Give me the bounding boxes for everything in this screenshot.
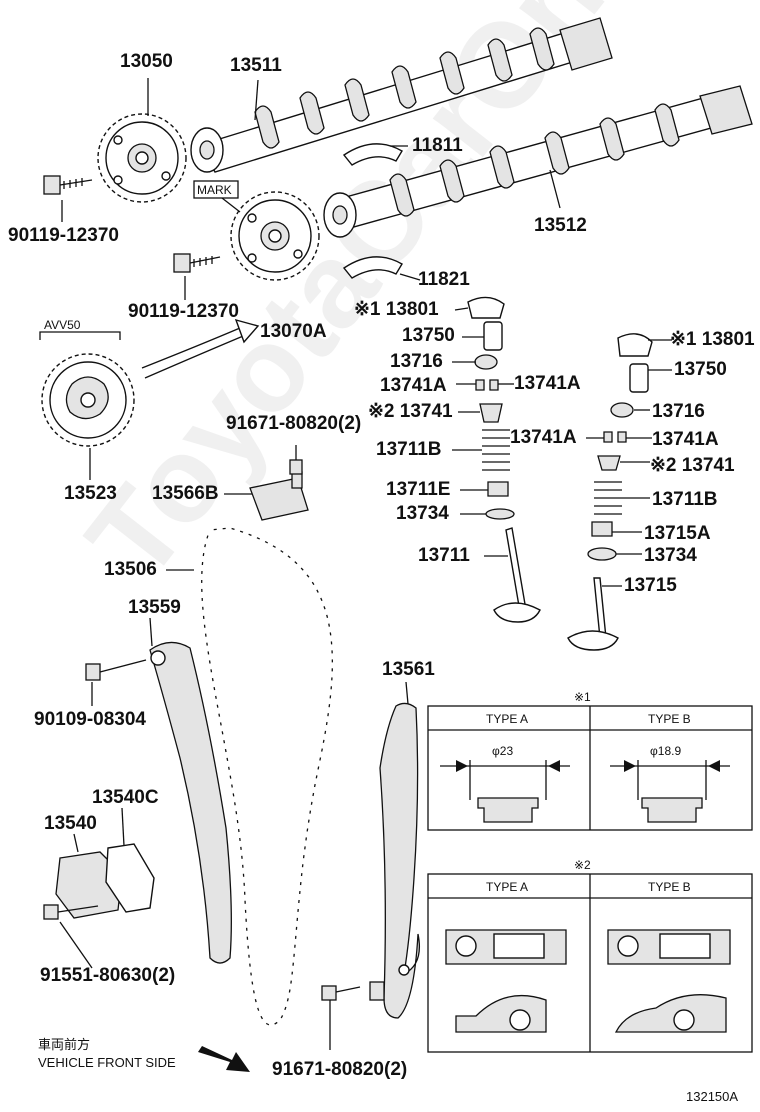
label-13741-b: ※2 13741	[650, 455, 735, 476]
label-90119-a: 90119-12370	[8, 225, 119, 246]
label-13750-b: 13750	[674, 359, 727, 380]
label-13511: 13511	[230, 55, 282, 76]
note1-dim-b: φ18.9	[650, 744, 682, 758]
note2-type-a: TYPE A	[486, 880, 529, 894]
note1-dim-a: φ23	[492, 744, 514, 758]
tensioner-13540	[55, 851, 123, 919]
camshaft-13511	[190, 17, 613, 173]
bolt-90119-b	[173, 253, 221, 273]
note1-type-b: TYPE B	[648, 712, 691, 726]
label-13715a: 13715A	[644, 523, 711, 544]
timing-chain-13506	[198, 524, 336, 1028]
bearing-11821	[342, 256, 403, 279]
label-13523: 13523	[64, 483, 117, 504]
chain-slipper-13559	[149, 641, 232, 964]
label-13715: 13715	[624, 575, 677, 596]
label-13506: 13506	[104, 559, 157, 580]
bolt-90119-a	[43, 175, 93, 195]
label-13741a-1: 13741A	[380, 375, 447, 396]
label-13734-b: 13734	[644, 545, 697, 566]
mark-label: MARK	[197, 183, 232, 197]
avv50-label: AVV50	[44, 318, 81, 332]
note1-marker: ※1	[574, 690, 591, 704]
label-13741a-2: 13741A	[514, 373, 581, 394]
label-13716-a: 13716	[390, 351, 443, 372]
label-13801-b: ※1 13801	[670, 329, 755, 350]
vehicle-front-en: VEHICLE FRONT SIDE	[38, 1055, 176, 1070]
note2-marker: ※2	[574, 858, 591, 872]
label-13512: 13512	[534, 215, 587, 236]
label-90119-b: 90119-12370	[128, 301, 239, 322]
note1-type-a: TYPE A	[486, 712, 529, 726]
label-91671-a: 91671-80820(2)	[226, 413, 362, 434]
label-90109: 90109-08304	[34, 709, 146, 730]
note-table-2	[427, 873, 753, 1053]
label-91671-b: 91671-80820(2)	[272, 1059, 408, 1080]
cam-gear-13070a	[230, 191, 320, 281]
camshaft-13512	[323, 85, 753, 238]
leader-lines	[73, 78, 672, 853]
cam-gear-13050	[97, 113, 187, 203]
label-13711b-b: 13711B	[652, 489, 718, 510]
label-13566b: 13566B	[152, 483, 219, 504]
label-13540c: 13540C	[92, 787, 159, 808]
gasket-13540c	[105, 843, 155, 913]
diagram-id: 132150A	[686, 1089, 739, 1104]
note-table-1	[427, 705, 753, 831]
label-91551: 91551-80630(2)	[40, 965, 176, 986]
label-11811: 11811	[412, 135, 463, 156]
label-13711b-a: 13711B	[376, 439, 442, 460]
label-13750-a: 13750	[402, 325, 455, 346]
label-13741a-4: 13741A	[652, 429, 719, 450]
bearing-11811	[342, 143, 403, 166]
note2-type-b: TYPE B	[648, 880, 691, 894]
label-13734-a: 13734	[396, 503, 449, 524]
label-13070a: 13070A	[260, 321, 327, 342]
label-13716-b: 13716	[652, 401, 705, 422]
label-13741-a: ※2 13741	[368, 401, 453, 422]
label-13559: 13559	[128, 597, 181, 618]
label-13050: 13050	[120, 51, 173, 72]
valve-train-intake	[467, 296, 541, 623]
label-13561: 13561	[382, 659, 435, 680]
label-13801-a: ※1 13801	[354, 299, 439, 320]
label-13540: 13540	[44, 813, 97, 834]
vehicle-front-jp: 車両前方	[38, 1037, 91, 1052]
label-11821: 11821	[418, 269, 470, 290]
sprocket-13523	[41, 353, 135, 447]
label-13741a-3: 13741A	[510, 427, 577, 448]
label-13711e: 13711E	[386, 479, 451, 500]
label-13711: 13711	[418, 545, 470, 566]
chain-guide-13561	[379, 702, 421, 1019]
